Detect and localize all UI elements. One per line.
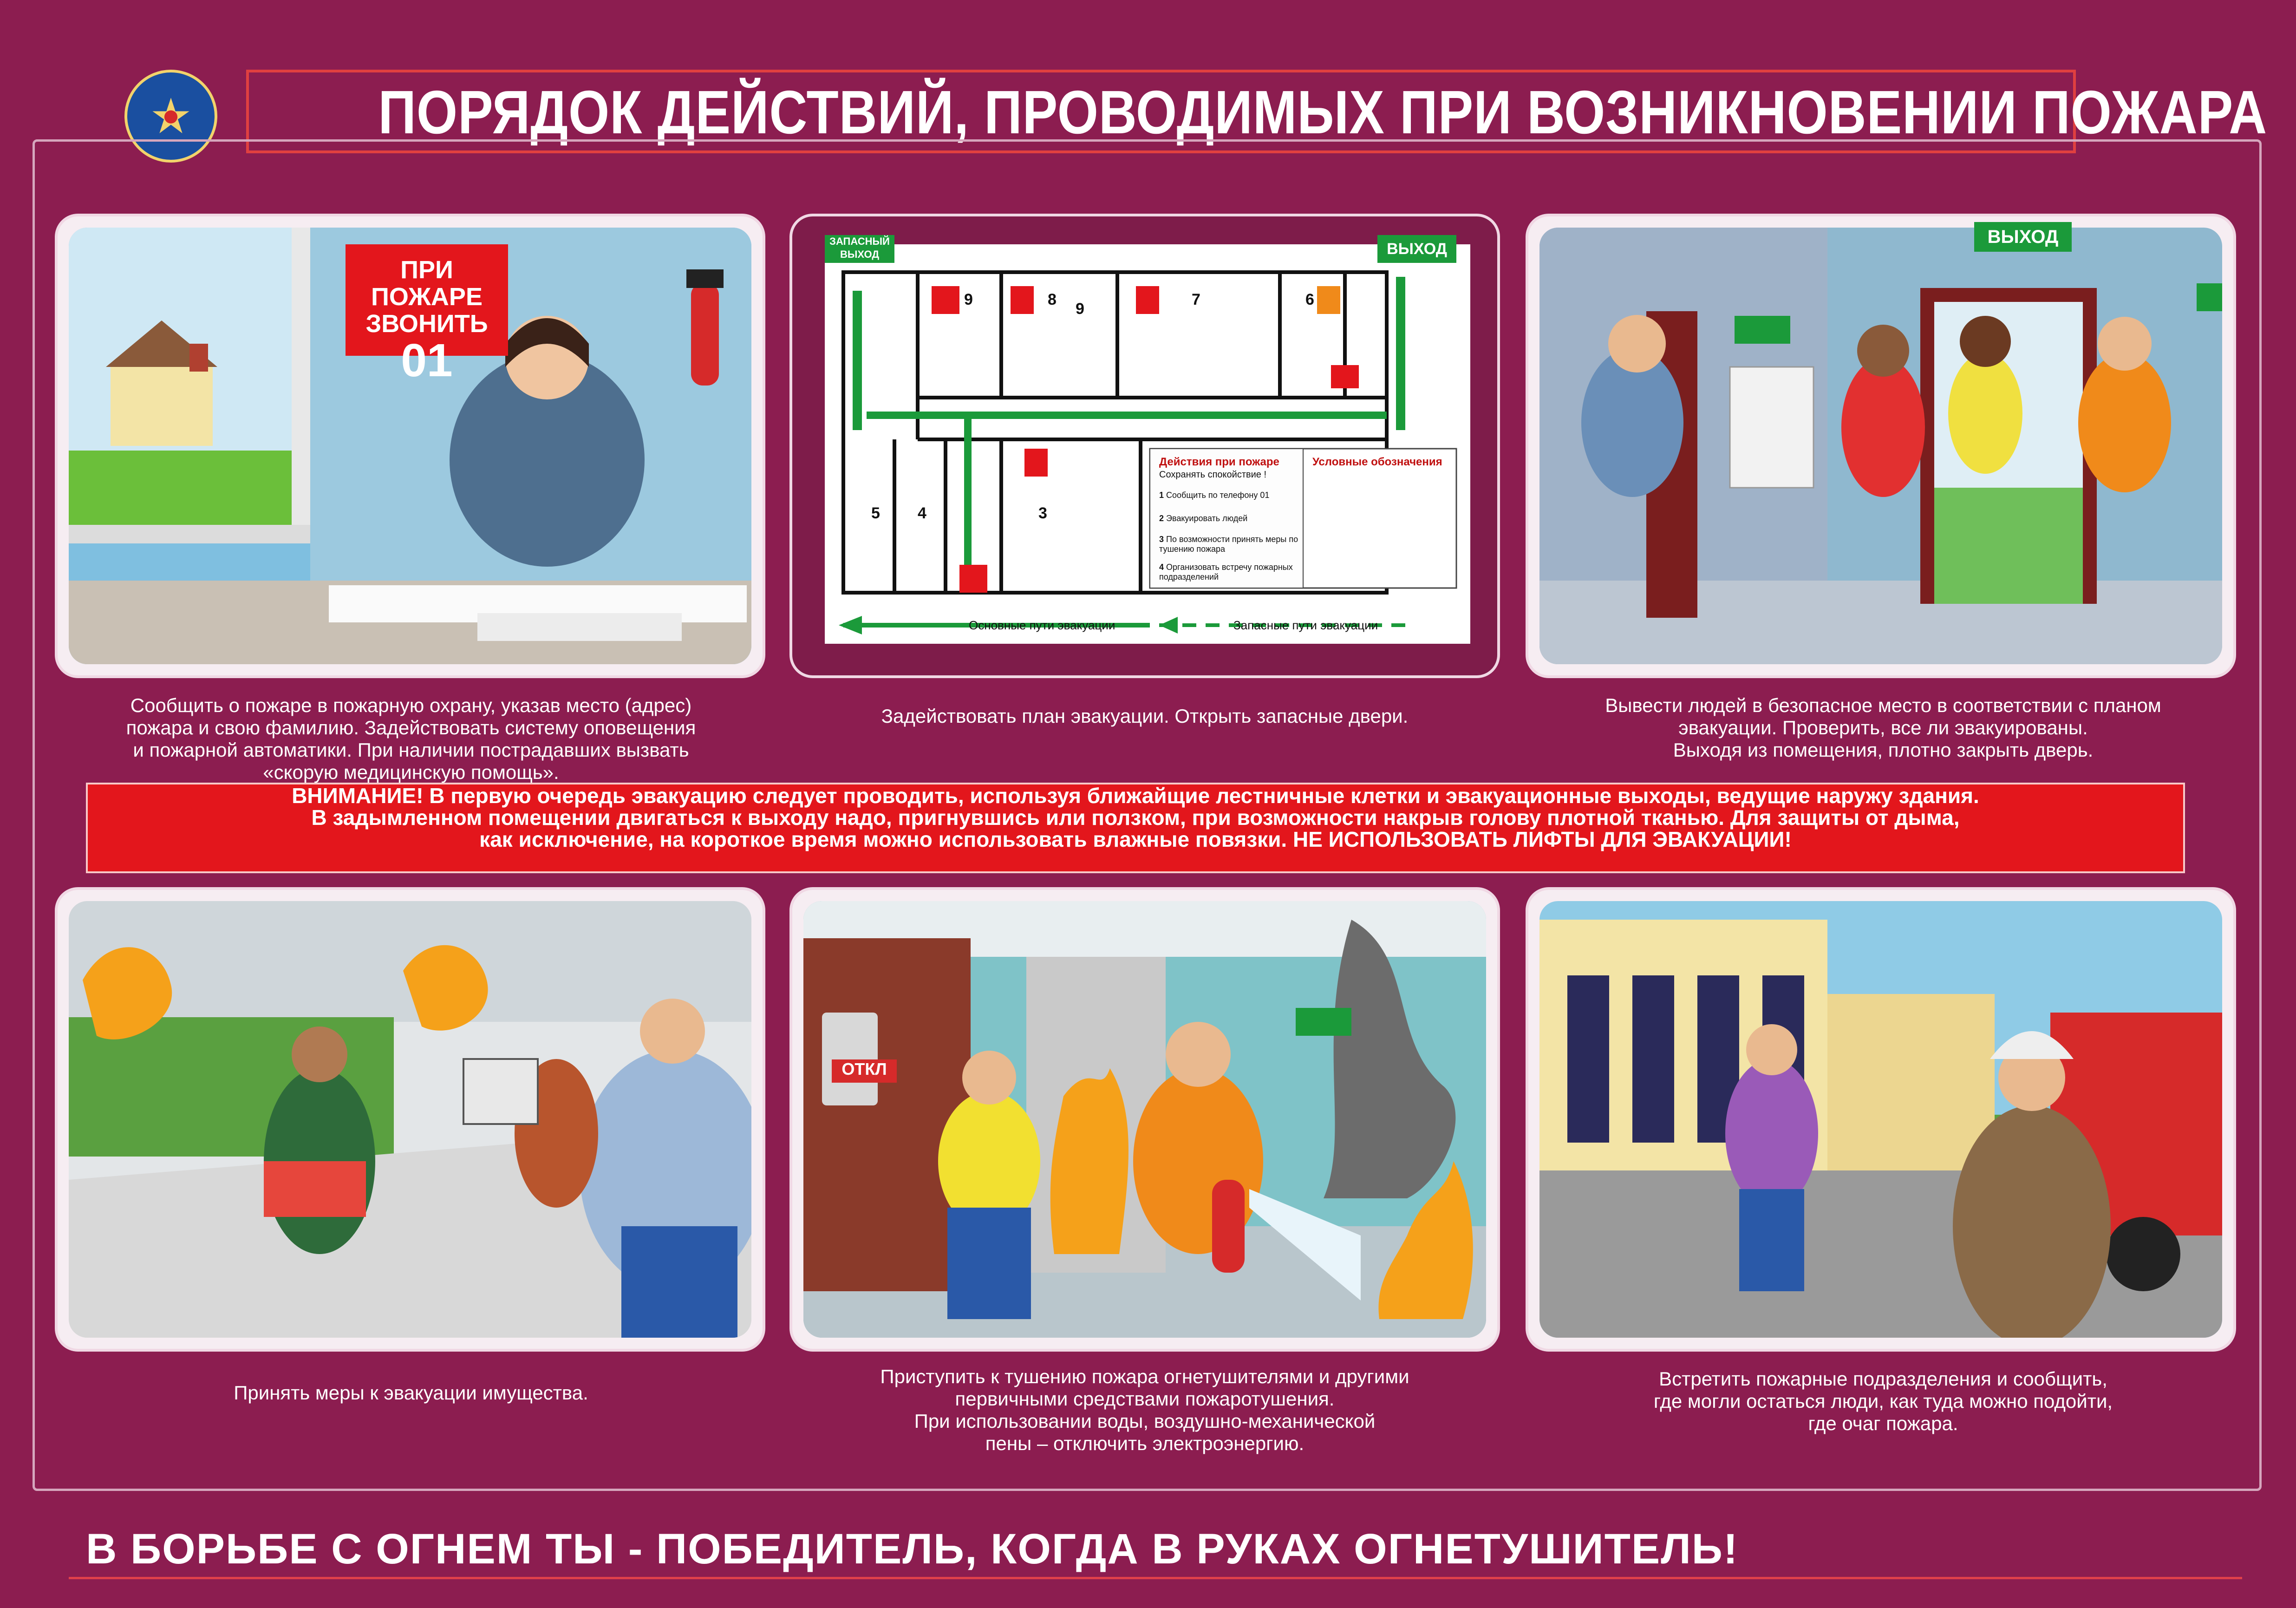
caption-line: первичными средствами пожаротушения. bbox=[955, 1388, 1335, 1410]
room-label: 8 bbox=[1048, 291, 1057, 308]
panel-meet-firefighters bbox=[1526, 887, 2236, 1352]
warning-banner bbox=[86, 783, 2185, 873]
star-icon bbox=[152, 98, 189, 133]
caption-line: и пожарной автоматики. При наличии постр… bbox=[133, 739, 689, 761]
room-label: 5 bbox=[871, 504, 880, 522]
room-label: 3 bbox=[1038, 504, 1047, 522]
step-number: 2 bbox=[1159, 514, 1164, 523]
caption-line: Задействовать план эвакуации. Открыть за… bbox=[881, 705, 1409, 727]
footer-divider bbox=[69, 1577, 2242, 1579]
room-9: 9 bbox=[1076, 300, 1084, 318]
exit-sign: ВЫХОД bbox=[1974, 222, 2072, 252]
step-text: Организовать встречу пожарных подразделе… bbox=[1159, 562, 1293, 582]
caption-line: Сообщить о пожаре в пожарную охрану, ука… bbox=[130, 694, 692, 716]
plan-step: 3 По возможности принять меры по тушению… bbox=[1159, 535, 1298, 554]
room-label: 6 bbox=[1305, 291, 1314, 308]
caption-line: где очаг пожара. bbox=[1808, 1412, 1958, 1434]
warning-line: В задымленном помещении двигаться к выхо… bbox=[311, 805, 1960, 830]
room-label: 7 bbox=[1192, 291, 1200, 308]
sign-line-1: ПРИ ПОЖАРЕ bbox=[371, 256, 483, 311]
caption-panel-3: Вывести людей в безопасное место в соотв… bbox=[1546, 694, 2220, 761]
floor-plan-drawing: 9 bbox=[839, 270, 1457, 634]
step-text: По возможности принять меры по тушению п… bbox=[1159, 535, 1298, 554]
caption-line: Приступить к тушению пожара огнетушителя… bbox=[880, 1366, 1409, 1387]
caption-line: пожара и свою фамилию. Задействовать сис… bbox=[126, 717, 696, 739]
emchs-emblem-logo bbox=[124, 70, 217, 163]
call-01-sign: ПРИ ПОЖАРЕ ЗВОНИТЬ 01 bbox=[346, 244, 508, 384]
step-number: 1 bbox=[1159, 490, 1164, 500]
caption-panel-1: Сообщить о пожаре в пожарную охрану, ука… bbox=[74, 694, 748, 784]
caption-line: Вывести людей в безопасное место в соотв… bbox=[1605, 694, 2161, 716]
caption-line: пены – отключить электроэнергию. bbox=[985, 1432, 1305, 1454]
caption-line: Встретить пожарные подразделения и сообщ… bbox=[1659, 1368, 2107, 1390]
sign-line: ЗАПАСНЫЙ bbox=[829, 235, 890, 247]
plan-step: 2 Эвакуировать людей bbox=[1159, 514, 1298, 523]
caption-line: Принять меры к эвакуации имущества. bbox=[234, 1382, 588, 1404]
spare-exit-sign: ЗАПАСНЫЙ ВЫХОД bbox=[825, 235, 894, 263]
caption-panel-6: Встретить пожарные подразделения и сообщ… bbox=[1546, 1368, 2220, 1435]
room-label: 9 bbox=[964, 291, 973, 308]
actions-subtitle: Сохранять спокойствие ! bbox=[1159, 470, 1267, 480]
illustration-firefighter-arrival bbox=[1539, 901, 2222, 1338]
caption-line: где могли остаться люди, как туда можно … bbox=[1653, 1390, 2113, 1412]
illustration-people-exiting bbox=[1539, 228, 2222, 664]
panel-call-fire-service: ПРИ ПОЖАРЕ ЗВОНИТЬ 01 bbox=[55, 214, 765, 678]
step-text: Сообщить по телефону 01 bbox=[1166, 490, 1270, 500]
caption-panel-4: Принять меры к эвакуации имущества. bbox=[74, 1382, 748, 1404]
step-number: 4 bbox=[1159, 562, 1164, 572]
caption-line: Выходя из помещения, плотно закрыть двер… bbox=[1673, 739, 2094, 761]
actions-title: Действия при пожаре bbox=[1159, 456, 1279, 468]
step-text: Эвакуировать людей bbox=[1166, 514, 1248, 523]
sign-line-2: ЗВОНИТЬ bbox=[365, 310, 488, 338]
footer-slogan: В БОРЬБЕ С ОГНЕМ ТЫ - ПОБЕДИТЕЛЬ, КОГДА … bbox=[86, 1525, 1739, 1573]
panel-extinguish-fire: ОТКЛ bbox=[789, 887, 1500, 1352]
power-off-label: ОТКЛ bbox=[832, 1059, 897, 1083]
warning-text: ВНИМАНИЕ! В первую очередь эвакуацию сле… bbox=[93, 785, 2178, 850]
illustration-using-extinguisher bbox=[803, 901, 1486, 1338]
warning-line: как исключение, на короткое время можно … bbox=[479, 827, 1792, 851]
warning-line: ВНИМАНИЕ! В первую очередь эвакуацию сле… bbox=[292, 784, 1979, 808]
plan-step: 1 Сообщить по телефону 01 bbox=[1159, 490, 1298, 500]
exit-sign: ВЫХОД bbox=[1377, 235, 1456, 263]
caption-panel-5: Приступить к тушению пожара огнетушителя… bbox=[808, 1366, 1481, 1455]
evacuation-plan-sheet: 9 9 8 7 6 5 4 3 Действия при пожаре Сохр… bbox=[825, 244, 1470, 644]
room-label: 4 bbox=[918, 504, 926, 522]
caption-panel-2: Задействовать план эвакуации. Открыть за… bbox=[808, 705, 1481, 727]
step-number: 3 bbox=[1159, 535, 1164, 544]
title-frame bbox=[246, 70, 2076, 153]
illustration-carrying-equipment bbox=[69, 901, 751, 1338]
legend-main-routes: Основные пути эвакуации bbox=[969, 618, 1115, 632]
sign-line: ВЫХОД bbox=[840, 248, 880, 260]
panel-evacuate-property bbox=[55, 887, 765, 1352]
caption-line: «скорую медицинскую помощь». bbox=[263, 761, 559, 783]
symbols-title: Условные обозначения bbox=[1312, 456, 1442, 468]
panel-evacuate-people: ВЫХОД bbox=[1526, 214, 2236, 678]
page-title: ПОРЯДОК ДЕЙСТВИЙ, ПРОВОДИМЫХ ПРИ ВОЗНИКН… bbox=[378, 78, 2268, 146]
caption-line: эвакуации. Проверить, все ли эвакуирован… bbox=[1678, 717, 2088, 739]
legend-spare-routes: Запасные пути эвакуации bbox=[1233, 618, 1378, 632]
content-frame bbox=[33, 139, 2262, 1491]
plan-step: 4 Организовать встречу пожарных подразде… bbox=[1159, 562, 1298, 582]
panel-evacuation-plan: 9 9 8 7 6 5 4 3 Действия при пожаре Сохр… bbox=[789, 214, 1500, 678]
sign-number: 01 bbox=[401, 334, 453, 386]
caption-line: При использовании воды, воздушно-механич… bbox=[914, 1410, 1376, 1432]
